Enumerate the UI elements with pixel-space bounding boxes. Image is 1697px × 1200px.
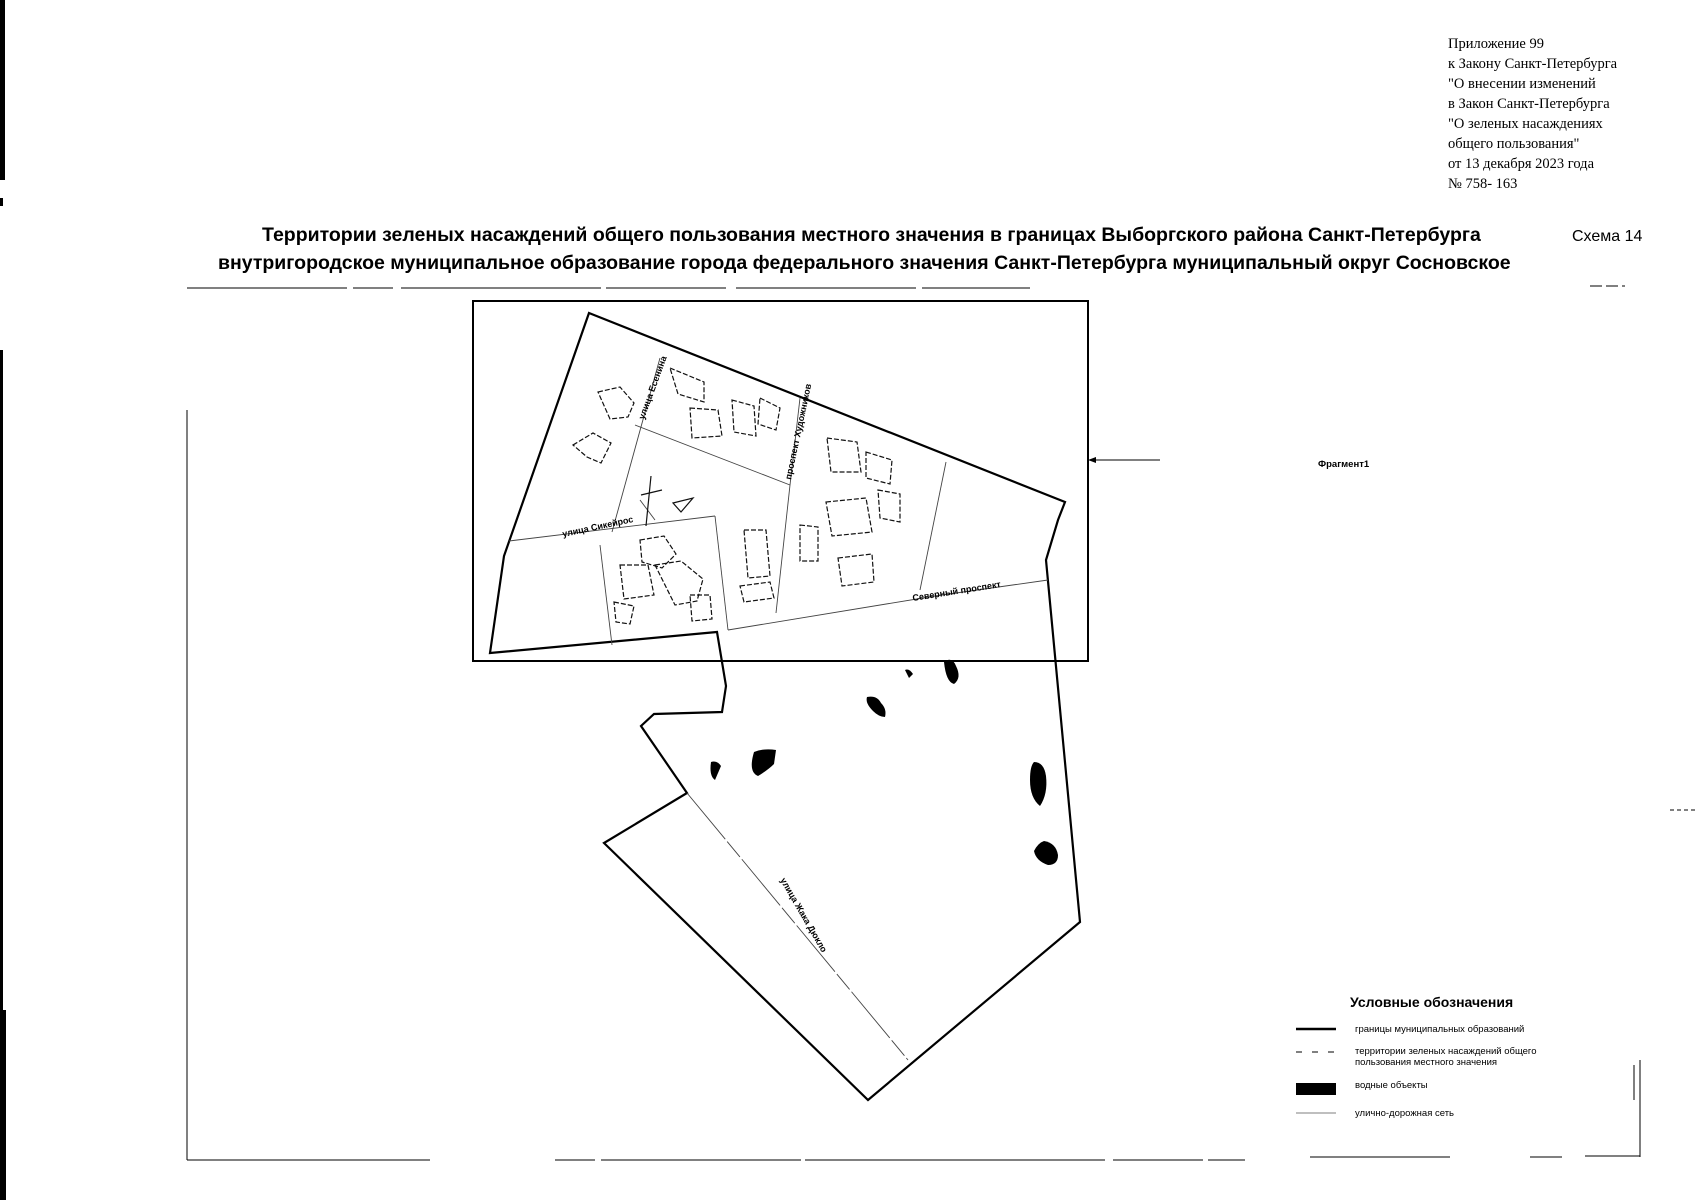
appendix-line: в Закон Санкт-Петербурга (1448, 96, 1610, 112)
water-bodies (710, 659, 1058, 865)
street-label: улица Сикейрос (561, 514, 634, 539)
legend-item: территории зеленых насаждений общего пол… (1305, 1046, 1635, 1076)
scan-edge-mark (0, 350, 3, 1010)
scan-edge-mark (0, 0, 5, 180)
legend-item: водные объекты (1305, 1080, 1635, 1110)
appendix-line: к Закону Санкт-Петербурга (1448, 56, 1618, 72)
water-body (905, 669, 913, 678)
legend-item: улично-дорожная сеть (1305, 1108, 1635, 1138)
green-territories (571, 366, 901, 625)
legend-item-label: границы муниципальных образований (1355, 1024, 1525, 1035)
water-body (866, 696, 886, 717)
scheme-number: Схема 14 (1572, 228, 1643, 245)
water-body (710, 761, 721, 780)
fragment-label: Фрагмент1 (1318, 459, 1370, 470)
street-label: улица Жака Дюкло (778, 876, 829, 954)
map-title-line-2: внутригородское муниципальное образовани… (218, 252, 1511, 274)
sheet-frame (186, 285, 1697, 1161)
appendix-line: "О зеленых насаждениях (1448, 116, 1603, 132)
scan-edge-mark (0, 1010, 6, 1200)
fragment-pointer-arrow (1088, 457, 1160, 463)
appendix-line: "О внесении изменений (1448, 76, 1596, 92)
municipal-boundary (488, 311, 1082, 1102)
appendix-header: Приложение 99 к Закону Санкт-Петербурга … (1448, 34, 1688, 194)
water-body (751, 749, 776, 776)
green-territories-extra (640, 475, 695, 527)
legend-item-label: водные объекты (1355, 1080, 1428, 1091)
legend-item-label: территории зеленых насаждений общего пол… (1355, 1046, 1537, 1068)
appendix-line: № 758- 163 (1448, 176, 1518, 192)
water-body (944, 659, 959, 684)
water-body (1030, 762, 1047, 806)
map-title-line-1: Территории зеленых насаждений общего пол… (262, 224, 1481, 246)
water-body (1034, 841, 1058, 865)
legend-symbols (1296, 1027, 1336, 1114)
legend-title: Условные обозначения (1350, 994, 1514, 1010)
appendix-line: от 13 декабря 2023 года (1448, 156, 1594, 172)
legend-item: границы муниципальных образований (1305, 1024, 1635, 1054)
street-label: улица Есенина (636, 354, 669, 421)
filled-rectangle-icon (1296, 1083, 1336, 1095)
fragment-frame (472, 300, 1089, 662)
legend-item-label: улично-дорожная сеть (1355, 1108, 1455, 1119)
appendix-line: общего пользования" (1448, 136, 1580, 152)
street-label: Северный проспект (912, 579, 1002, 603)
scan-edge-mark (0, 198, 3, 206)
appendix-line: Приложение 99 (1448, 36, 1544, 52)
road-network (508, 357, 1049, 1061)
